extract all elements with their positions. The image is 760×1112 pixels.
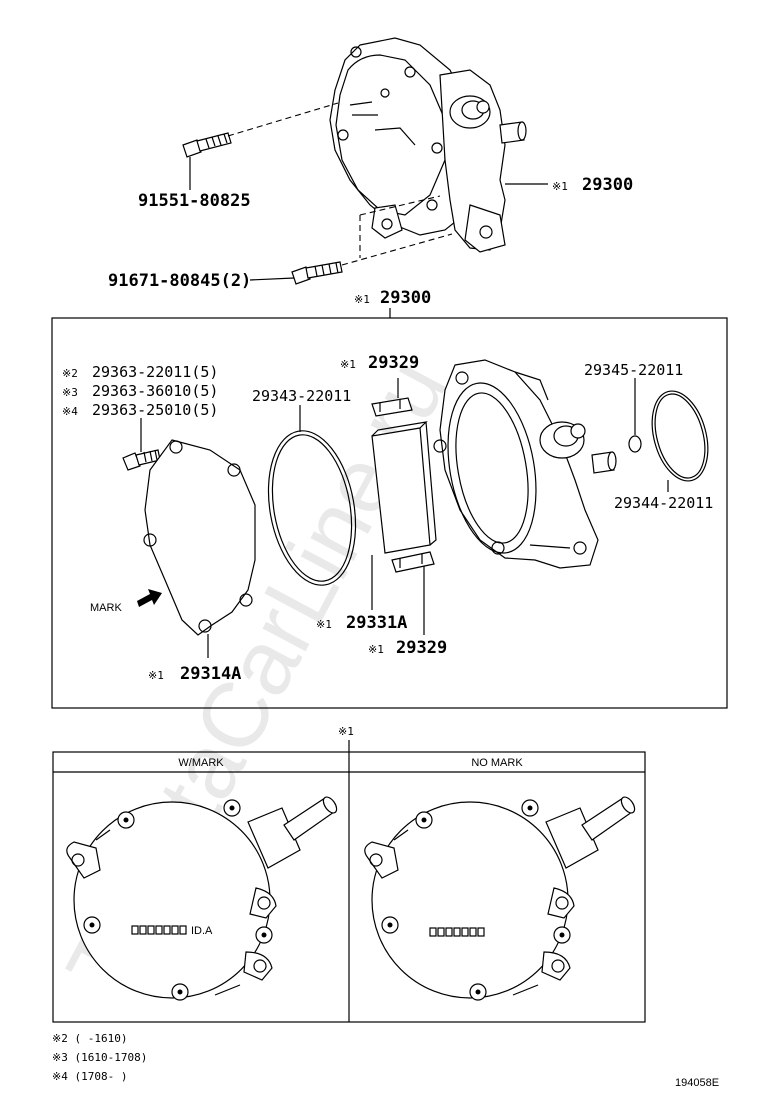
bolt-91551-drawing bbox=[182, 132, 232, 158]
cover-mark: ※1 bbox=[148, 669, 164, 682]
mark-label: MARK bbox=[90, 602, 122, 614]
screw-part-numbers: ※2 29363-22011(5) ※3 29363-36010(5) ※4 2… bbox=[62, 363, 218, 419]
vane-top-mark: ※1 bbox=[340, 358, 356, 371]
screw-line-3-text: 29363-25010(5) bbox=[92, 401, 218, 419]
vane-bottom-drawing bbox=[391, 551, 435, 573]
right-o-ring-drawing bbox=[651, 390, 709, 482]
vacuum-pump-assembly-drawing bbox=[329, 37, 527, 253]
small-o-ring-icon bbox=[628, 435, 642, 453]
rotor-mark: ※1 bbox=[316, 618, 332, 631]
label-bolt-91551: 91551-80825 bbox=[138, 191, 251, 211]
pump-cover-plate-drawing bbox=[143, 439, 256, 636]
no-id-stamp-marks bbox=[429, 927, 485, 937]
bolt-91671-drawing bbox=[291, 261, 343, 285]
housing-shaft-drawing bbox=[539, 421, 617, 474]
col-title-no-mark: NO MARK bbox=[471, 757, 523, 769]
footnote-4: ※4 (1708- ) bbox=[52, 1070, 127, 1083]
screw-line-1-text: 29363-22011(5) bbox=[92, 363, 218, 381]
footnote-2: ※2 ( -1610) bbox=[52, 1032, 127, 1045]
rotor-part: 29331A bbox=[346, 613, 407, 633]
label-pump-mark: ※1 bbox=[552, 180, 568, 193]
pump-housing-drawing bbox=[433, 359, 599, 569]
rotor-drawing bbox=[371, 421, 437, 554]
id-stamp-marks bbox=[131, 925, 187, 935]
col-title-w-mark: W/MARK bbox=[178, 757, 224, 769]
vane-top-part: 29329 bbox=[368, 353, 419, 373]
screw-line-2-text: 29363-36010(5) bbox=[92, 382, 218, 400]
vane-bottom-part: 29329 bbox=[396, 638, 447, 658]
cover-no-mark-drawing bbox=[364, 796, 636, 1001]
compare-mark: ※1 bbox=[338, 725, 354, 738]
id-a-code: ID.A bbox=[191, 925, 213, 937]
figure-id: 194058E bbox=[675, 1077, 719, 1089]
label-oring-29344: 29344-22011 bbox=[614, 494, 713, 512]
vane-bottom-mark: ※1 bbox=[368, 643, 384, 656]
screw-line-3-mark: ※4 bbox=[62, 405, 78, 418]
large-o-ring-drawing bbox=[267, 430, 357, 586]
screw-line-1-mark: ※2 bbox=[62, 367, 78, 380]
screw-line-2-mark: ※3 bbox=[62, 386, 78, 399]
exploded-components-frame bbox=[51, 317, 728, 709]
mark-arrow-icon bbox=[137, 589, 162, 607]
box-header-part: 29300 bbox=[380, 288, 431, 308]
cover-with-mark-drawing bbox=[66, 796, 338, 1001]
label-bolt-91671: 91671-80845(2) bbox=[108, 271, 251, 291]
label-pump-29300: 29300 bbox=[582, 175, 633, 195]
vane-top-drawing bbox=[371, 397, 413, 417]
label-oring-29345: 29345-22011 bbox=[584, 361, 683, 379]
label-oring-29343: 29343-22011 bbox=[252, 387, 351, 405]
footnote-3: ※3 (1610-1708) bbox=[52, 1051, 147, 1064]
box-header-mark: ※1 bbox=[354, 293, 370, 306]
cover-part-number: 29314A bbox=[180, 664, 241, 684]
